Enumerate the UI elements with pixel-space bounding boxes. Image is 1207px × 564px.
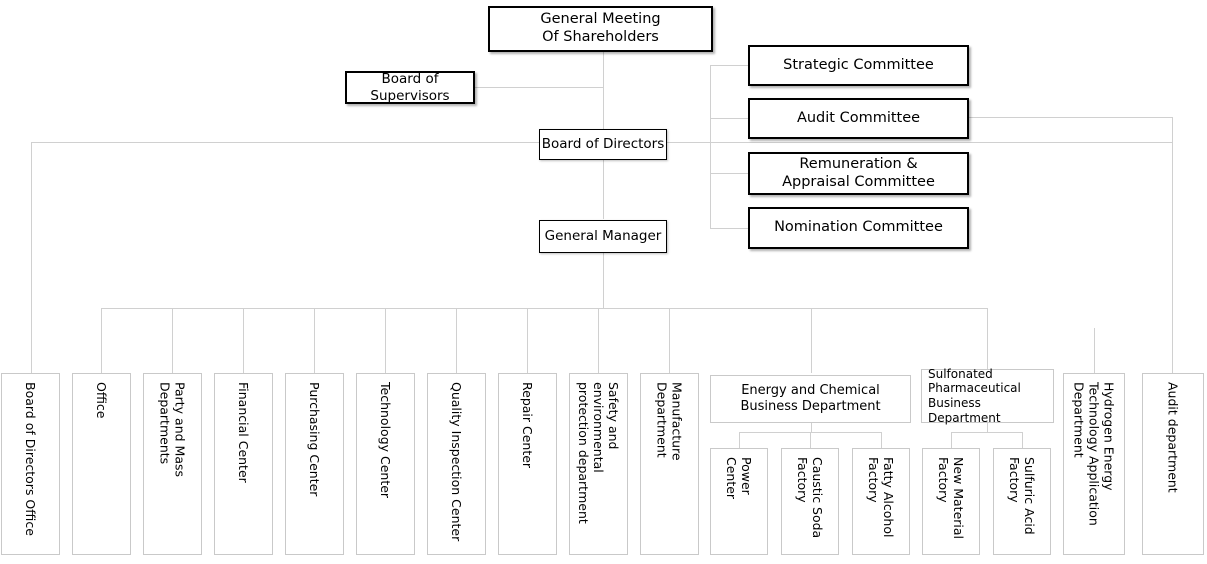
node-general-meeting-of-shareholders[interactable]: General Meeting Of Shareholders [488, 6, 713, 52]
node-label: New Material Factory [936, 457, 966, 540]
connector-bod-to-committee-bus [667, 142, 711, 143]
drop-power-center [739, 432, 740, 448]
node-sulfonated-pharmaceutical-business-department[interactable]: Sulfonated Pharmaceutical Business Depar… [921, 367, 1054, 425]
node-strategic-committee[interactable]: Strategic Committee [748, 45, 969, 86]
node-technology-center[interactable]: Technology Center [356, 373, 415, 555]
node-general-manager[interactable]: General Manager [539, 220, 667, 253]
node-board-of-directors[interactable]: Board of Directors [539, 129, 667, 160]
drop-fatty-alcohol [881, 432, 882, 448]
drop-caustic-soda [810, 432, 811, 448]
node-sulfuric-acid-factory[interactable]: Sulfuric Acid Factory [993, 448, 1051, 555]
node-label: Hydrogen Energy Technology Application D… [1071, 382, 1117, 526]
node-caustic-soda-factory[interactable]: Caustic Soda Factory [781, 448, 839, 555]
connector-committee-nomination [710, 228, 749, 229]
connector-gm-to-bus [603, 252, 604, 308]
connector-supervisors-to-spine [474, 87, 604, 88]
drop-financial-center [243, 308, 244, 373]
sulfonated-sub-bus [951, 432, 1022, 433]
node-hydrogen-energy-technology-application-department[interactable]: Hydrogen Energy Technology Application D… [1063, 373, 1125, 555]
node-label: Power Center [724, 457, 754, 500]
node-nomination-committee[interactable]: Nomination Committee [748, 207, 969, 249]
node-label: Office [94, 382, 109, 419]
node-label: Fatty Alcohol Factory [866, 457, 896, 538]
node-financial-center[interactable]: Financial Center [214, 373, 273, 555]
connector-committee-audit [710, 118, 749, 119]
committee-bus [710, 65, 711, 228]
drop-manufacture [669, 308, 670, 373]
connector-committee-remuneration [710, 173, 749, 174]
node-fatty-alcohol-factory[interactable]: Fatty Alcohol Factory [852, 448, 910, 555]
node-label: Audit department [1165, 382, 1181, 493]
drop-party-and-mass [172, 308, 173, 373]
drop-safety-environment [598, 308, 599, 373]
node-label: Technology Center [378, 382, 393, 499]
node-board-of-directors-office[interactable]: Board of Directors Office [1, 373, 60, 555]
node-audit-department[interactable]: Audit department [1142, 373, 1204, 555]
node-label: Board of Directors Office [23, 382, 38, 536]
main-department-bus [101, 308, 988, 309]
node-safety-and-environmental-protection-department[interactable]: Safety and environmental protection depa… [569, 373, 628, 555]
sulfonated-sub-stem [987, 423, 988, 432]
connector-gm-to-bod [603, 52, 604, 131]
node-quality-inspection-center[interactable]: Quality Inspection Center [427, 373, 486, 555]
node-remuneration-appraisal-committee[interactable]: Remuneration & Appraisal Committee [748, 152, 969, 195]
connector-right-riser-top [968, 117, 1173, 118]
drop-new-material [951, 432, 952, 448]
node-board-of-supervisors[interactable]: Board of Supervisors [345, 71, 475, 104]
connector-bod-to-right-riser [667, 142, 1172, 143]
node-manufacture-department[interactable]: Manufacture Department [640, 373, 699, 555]
drop-energy-business [811, 308, 812, 373]
connector-committee-strategic [710, 65, 749, 66]
energy-sub-stem [811, 423, 812, 432]
drop-repair-center [527, 308, 528, 373]
left-riser [31, 142, 32, 373]
drop-quality-inspection [456, 308, 457, 373]
node-power-center[interactable]: Power Center [710, 448, 768, 555]
node-label: Party and Mass Departments [157, 382, 188, 478]
node-label: Caustic Soda Factory [795, 457, 825, 539]
node-label: Sulfuric Acid Factory [1007, 457, 1037, 535]
node-party-and-mass-departments[interactable]: Party and Mass Departments [143, 373, 202, 555]
node-energy-and-chemical-business-department[interactable]: Energy and Chemical Business Department [710, 375, 911, 423]
node-purchasing-center[interactable]: Purchasing Center [285, 373, 344, 555]
node-label: Purchasing Center [307, 382, 322, 497]
connector-bod-to-gm [603, 159, 604, 219]
connector-hydrogen-stub [1094, 328, 1095, 329]
node-new-material-factory[interactable]: New Material Factory [922, 448, 980, 555]
right-riser [1172, 117, 1173, 373]
node-label: Safety and environmental protection depa… [576, 382, 621, 524]
drop-sulfuric-acid [1022, 432, 1023, 448]
node-label: Financial Center [236, 382, 251, 483]
node-label: Repair Center [520, 382, 535, 469]
connector-bod-to-left-riser [31, 142, 539, 143]
node-office[interactable]: Office [72, 373, 131, 555]
node-repair-center[interactable]: Repair Center [498, 373, 557, 555]
node-label: Quality Inspection Center [449, 382, 464, 542]
drop-sulfonated-business [987, 308, 988, 373]
drop-office [101, 308, 102, 373]
drop-technology-center [385, 308, 386, 373]
node-audit-committee[interactable]: Audit Committee [748, 98, 969, 139]
drop-hydrogen-energy [1094, 328, 1095, 373]
node-label: Manufacture Department [654, 382, 685, 461]
drop-purchasing-center [314, 308, 315, 373]
